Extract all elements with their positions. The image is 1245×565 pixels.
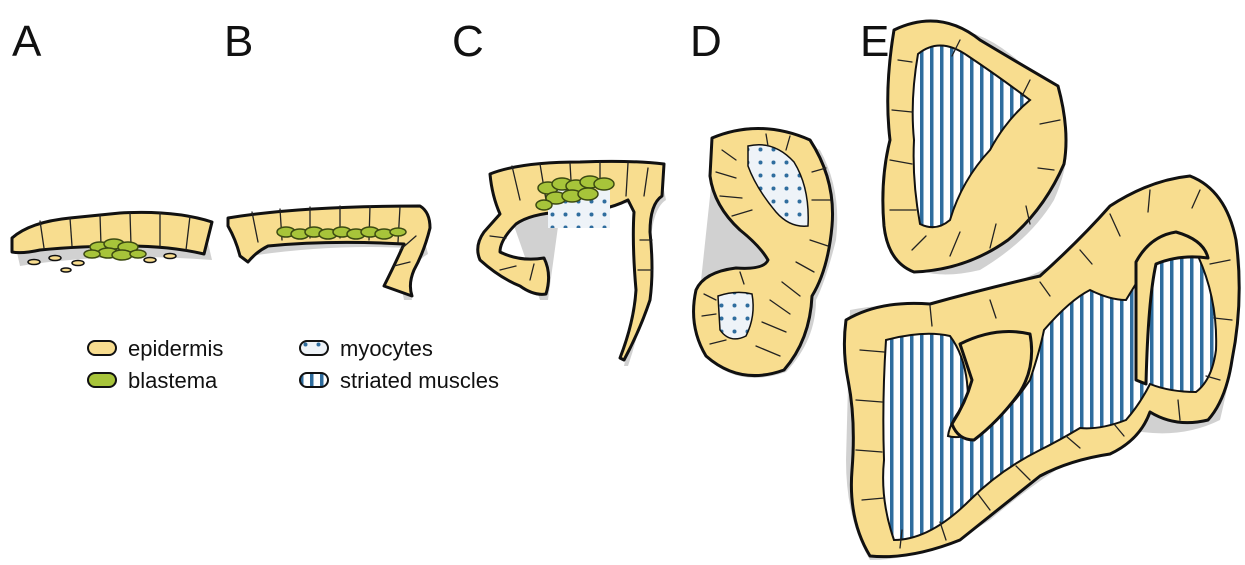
legend-swatch-myocytes — [300, 341, 328, 355]
stage-e-drawing — [844, 21, 1240, 560]
panel-label-e: E — [860, 17, 889, 66]
blastema-cluster-b — [277, 227, 406, 239]
panel-label-a: A — [12, 17, 42, 66]
legend-label-myocytes: myocytes — [340, 336, 433, 361]
stage-b-drawing — [228, 206, 430, 300]
legend-swatch-epidermis — [88, 341, 116, 355]
legend-label-epidermis: epidermis — [128, 336, 223, 361]
stage-c-drawing — [478, 161, 666, 366]
panel-label-c: C — [452, 17, 484, 66]
panel-label-d: D — [690, 17, 722, 66]
legend-label-blastema: blastema — [128, 368, 218, 393]
legend-swatch-striated-muscles — [300, 373, 328, 387]
stage-d-drawing — [694, 128, 838, 377]
panel-label-b: B — [224, 17, 253, 66]
myocyte-region-d-lower — [718, 292, 753, 339]
legend-swatch-blastema — [88, 373, 116, 387]
stage-a-drawing — [12, 212, 212, 272]
legend: epidermis blastema myocytes striated mus… — [88, 336, 499, 393]
legend-label-striated-muscles: striated muscles — [340, 368, 499, 393]
